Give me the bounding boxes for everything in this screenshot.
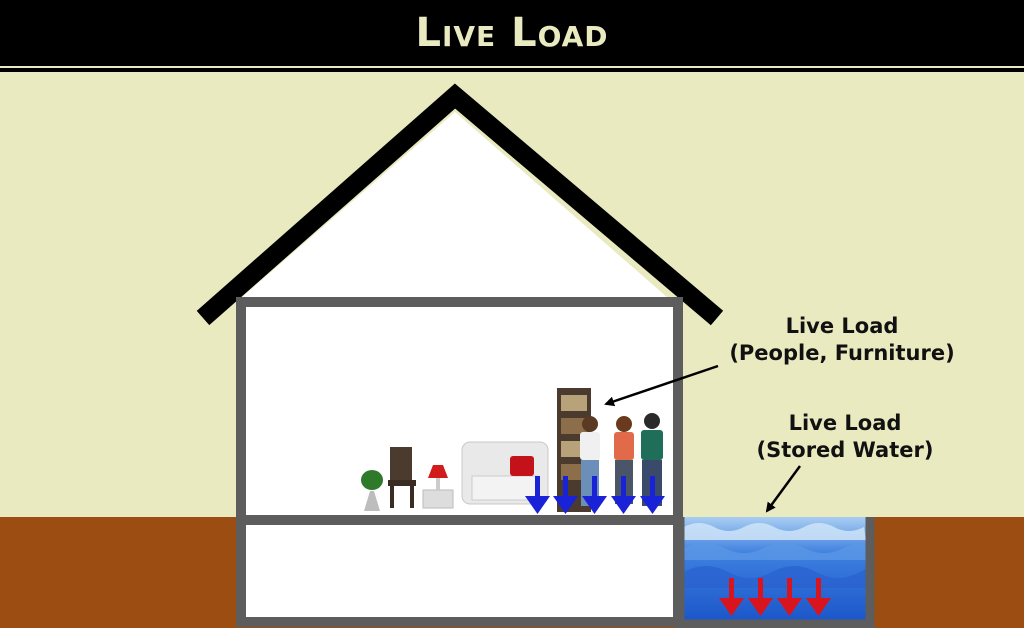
people-load-label-line1: Live Load <box>785 314 899 338</box>
water-wave <box>684 543 866 560</box>
upper-floor-slab <box>241 515 678 525</box>
roof <box>196 83 724 326</box>
page-title: Live Load <box>415 10 609 56</box>
people-load-label-line2: (People, Furniture) <box>729 341 955 365</box>
potted-plant <box>361 470 383 511</box>
water-tank-wall <box>675 517 875 628</box>
attic-interior <box>241 112 668 298</box>
load-arrow-blue <box>553 476 578 514</box>
water-load-label: Live Load (Stored Water) <box>725 410 965 464</box>
load-arrow-red <box>719 578 744 616</box>
house-wall <box>236 297 683 627</box>
title-rule <box>0 68 1024 72</box>
person <box>614 416 634 504</box>
people-pointer-line <box>604 364 719 407</box>
load-arrow-blue <box>611 476 636 514</box>
side-table-lamp <box>422 465 454 509</box>
load-arrow-blue <box>525 476 550 514</box>
title-bar: Live Load <box>0 0 1024 66</box>
person <box>641 413 663 506</box>
load-arrow-red <box>748 578 773 616</box>
people-load-arrows <box>525 476 665 514</box>
water-load-arrows <box>719 578 831 616</box>
load-arrow-blue <box>640 476 665 514</box>
water-pointer-line <box>765 465 802 513</box>
load-arrow-red <box>777 578 802 616</box>
chair <box>388 447 416 508</box>
water-wave <box>684 523 866 540</box>
load-arrow-red <box>806 578 831 616</box>
water-load-label-line1: Live Load <box>788 411 902 435</box>
load-arrow-blue <box>582 476 607 514</box>
people-load-label: Live Load (People, Furniture) <box>712 313 972 367</box>
water-load-label-line2: (Stored Water) <box>756 438 934 462</box>
